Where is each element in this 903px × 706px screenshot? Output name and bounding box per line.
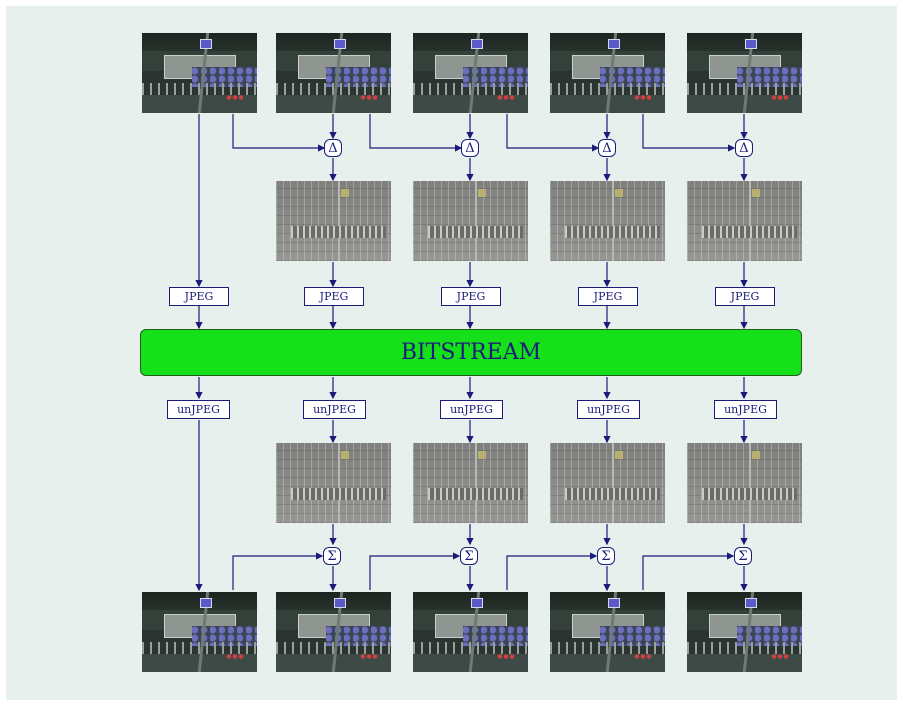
jpeg-encoder: JPEG <box>578 287 638 306</box>
difference-operator: Δ <box>735 139 753 157</box>
jpeg-encoder: JPEG <box>715 287 775 306</box>
difference-frame-2 <box>276 181 391 261</box>
output-frame-5 <box>687 592 802 672</box>
input-frame-2 <box>276 33 391 113</box>
output-frame-2 <box>276 592 391 672</box>
jpeg-encoder: JPEG <box>441 287 501 306</box>
jpeg-decoder: unJPEG <box>303 400 366 419</box>
jpeg-decoder: unJPEG <box>167 400 230 419</box>
decoded-difference-frame-2 <box>276 443 391 523</box>
input-frame-5 <box>687 33 802 113</box>
input-frame-4 <box>550 33 665 113</box>
difference-frame-3 <box>413 181 528 261</box>
sum-operator: Σ <box>323 547 341 565</box>
sum-operator: Σ <box>460 547 478 565</box>
difference-frame-4 <box>550 181 665 261</box>
input-frame-3 <box>413 33 528 113</box>
jpeg-encoder: JPEG <box>304 287 364 306</box>
jpeg-decoder: unJPEG <box>577 400 640 419</box>
difference-operator: Δ <box>324 139 342 157</box>
decoded-difference-frame-5 <box>687 443 802 523</box>
output-frame-3 <box>413 592 528 672</box>
difference-operator: Δ <box>598 139 616 157</box>
jpeg-decoder: unJPEG <box>714 400 777 419</box>
sum-operator: Σ <box>597 547 615 565</box>
sum-operator: Σ <box>734 547 752 565</box>
decoded-difference-frame-3 <box>413 443 528 523</box>
jpeg-encoder: JPEG <box>169 287 229 306</box>
jpeg-decoder: unJPEG <box>440 400 503 419</box>
difference-operator: Δ <box>461 139 479 157</box>
difference-frame-5 <box>687 181 802 261</box>
input-frame-1 <box>142 33 257 113</box>
decoded-difference-frame-4 <box>550 443 665 523</box>
output-frame-4 <box>550 592 665 672</box>
output-frame-1 <box>142 592 257 672</box>
bitstream-bar: BITSTREAM <box>140 329 802 376</box>
